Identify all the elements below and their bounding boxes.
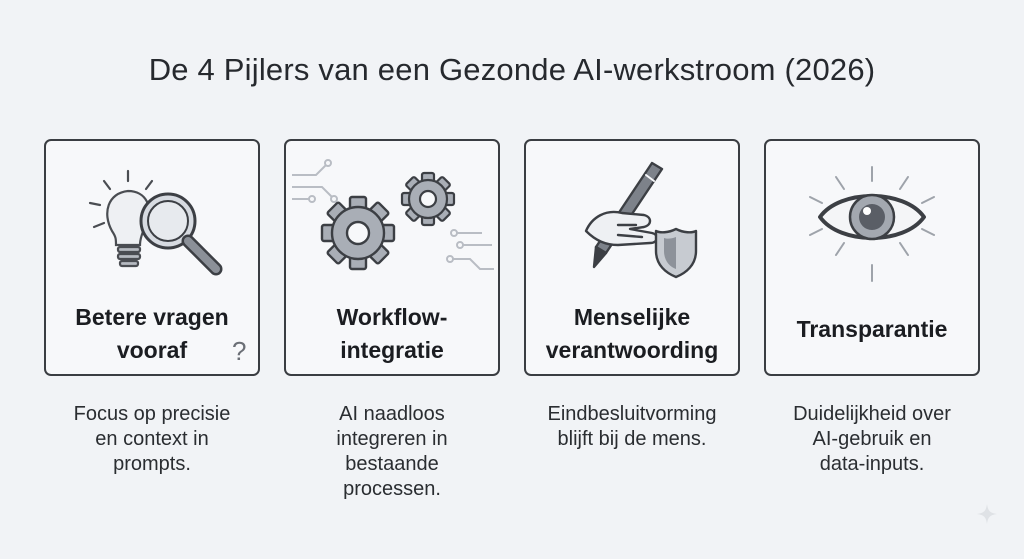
- pillar-description: Duidelijkheid over AI-gebruik en data-in…: [793, 403, 951, 475]
- pillar-card-better-questions: Betere vragen vooraf ?: [44, 139, 260, 376]
- pillar-card-workflow-integration: Workflow- integratie: [284, 139, 500, 376]
- eye-icon: [809, 166, 935, 282]
- pillar-description: Focus op precisie en context in prompts.: [73, 403, 231, 475]
- pillar-label: Menselijke verantwoording: [545, 304, 719, 363]
- sparkle-icon: [977, 504, 997, 524]
- lightbulb-magnifier-icon: [88, 169, 223, 276]
- hand-pen-shield-icon: [584, 161, 698, 279]
- gears-circuit-icon: [292, 159, 494, 271]
- page-title: De 4 Pijlers van een Gezonde AI-werkstro…: [148, 52, 876, 87]
- question-mark-icon: ?: [232, 336, 247, 366]
- pillar-description: Eindbesluitvorming blijft bij de mens.: [547, 403, 717, 450]
- pillar-label: Betere vragen vooraf: [75, 304, 229, 363]
- pillar-label: Workflow- integratie: [336, 304, 448, 363]
- pillar-card-human-accountability: Menselijke verantwoording: [524, 139, 740, 376]
- pillar-card-transparency: Transparantie: [764, 139, 980, 376]
- pillar-description: AI naadloos integreren in bestaande proc…: [336, 403, 448, 500]
- pillar-label: Transparantie: [796, 316, 948, 342]
